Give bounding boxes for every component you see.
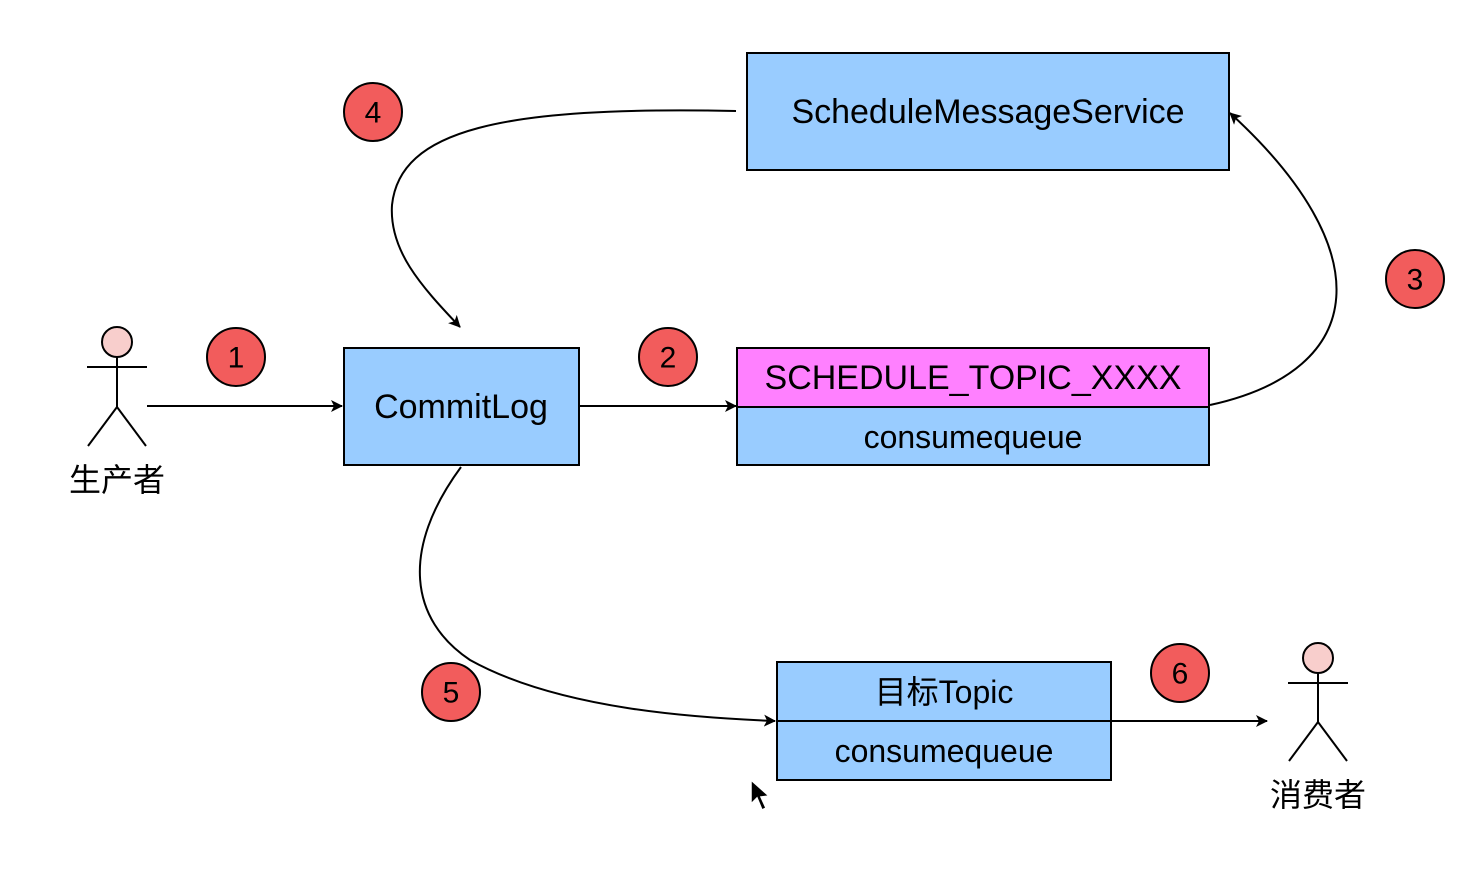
step-badge-3: 3 (1385, 249, 1445, 309)
schedule-message-service-node: ScheduleMessageService (746, 52, 1230, 171)
producer-actor: 生产者 (69, 326, 165, 499)
consumer-actor: 消费者 (1270, 642, 1366, 814)
arrow-service-to-commitlog (390, 109, 737, 328)
schedule-topic-node: SCHEDULE_TOPIC_XXXX consumequeue (736, 347, 1210, 466)
svg-text:6: 6 (1172, 658, 1189, 691)
consumer-head-icon (1302, 642, 1334, 674)
step-badge-4: 4 (343, 82, 403, 142)
target-topic-queue: consumequeue (835, 733, 1054, 769)
svg-text:1: 1 (228, 342, 245, 375)
schedule-message-service-label: ScheduleMessageService (791, 93, 1184, 131)
svg-text:5: 5 (443, 677, 460, 710)
mouse-cursor-icon (750, 778, 771, 812)
arrow-commitlog-to-target-topic (418, 466, 776, 727)
schedule-topic-title: SCHEDULE_TOPIC_XXXX (765, 359, 1182, 397)
step-badge-5: 5 (421, 662, 481, 722)
commitlog-label: CommitLog (374, 388, 548, 426)
step-badge-6: 6 (1150, 643, 1210, 703)
target-topic-title: 目标Topic (875, 674, 1014, 710)
step-badge-1: 1 (206, 327, 266, 387)
target-topic-node: 目标Topic consumequeue (776, 661, 1112, 781)
step-badge-2: 2 (638, 327, 698, 387)
producer-head-icon (101, 326, 133, 358)
svg-text:4: 4 (365, 97, 382, 130)
svg-text:3: 3 (1407, 264, 1424, 297)
schedule-topic-queue: consumequeue (864, 419, 1083, 455)
commitlog-node: CommitLog (343, 347, 580, 466)
arrow-schedule-topic-to-service (1209, 112, 1338, 406)
consumer-label: 消费者 (1270, 776, 1366, 814)
svg-text:2: 2 (660, 342, 677, 375)
producer-label: 生产者 (69, 461, 165, 499)
